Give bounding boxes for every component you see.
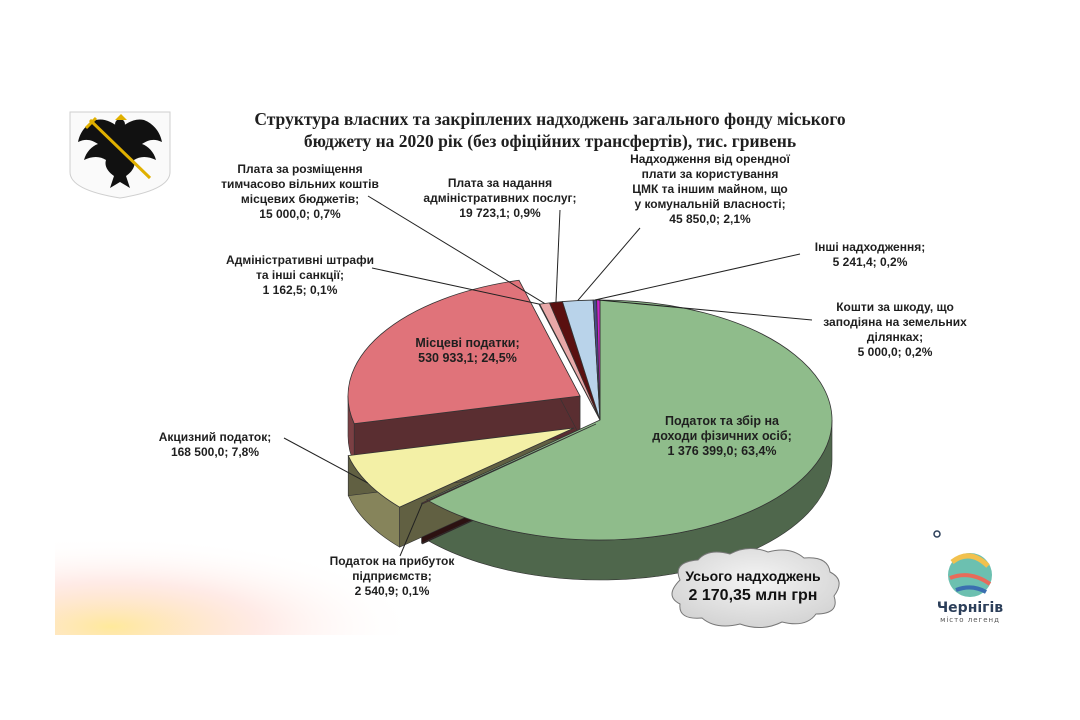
pie-slice-1 xyxy=(420,423,597,505)
slice-value: 19 723,1; 0,9% xyxy=(459,206,541,220)
slice-label-line: Податок та збір на xyxy=(665,414,779,428)
slice-value: 1 162,5; 0,1% xyxy=(262,283,338,297)
leader-line xyxy=(371,267,540,305)
city-logo-name: Чернігів xyxy=(936,600,1004,616)
slice-label-line: у комунальній власності; xyxy=(634,197,786,211)
slice-label-admin-services: Плата за надання адміністративних послуг… xyxy=(415,176,585,221)
slice-label-line: Інші надходження; xyxy=(814,240,926,254)
leader-line xyxy=(399,503,423,557)
leader-lines xyxy=(283,195,813,557)
slice-label-line: плати за користування xyxy=(641,167,779,181)
slice-label-line: ділянках; xyxy=(866,330,924,344)
slice-value: 2 540,9; 0,1% xyxy=(354,584,430,598)
coat-of-arms-icon xyxy=(69,111,171,199)
pie-slice-3 xyxy=(347,279,581,425)
slice-label-deposit-fee: Плата за розміщення тимчасово вільних ко… xyxy=(200,162,400,222)
total-label: Усього надходжень xyxy=(685,568,821,584)
slice-label-admin-fines: Адміністративні штрафи та інші санкції; … xyxy=(215,253,385,298)
slice-label-line: Кошти за шкоду, що xyxy=(836,300,954,314)
leader-line xyxy=(598,299,813,321)
slice-label-other: Інші надходження; 5 241,4; 0,2% xyxy=(800,240,940,270)
leader-line xyxy=(555,209,561,303)
slice-value: 168 500,0; 7,8% xyxy=(170,445,260,459)
leader-line xyxy=(283,437,369,484)
leader-line xyxy=(594,253,801,301)
city-logo-tagline: місто легенд xyxy=(940,616,1000,624)
total-callout: Усього надходжень 2 170,35 млн грн xyxy=(662,560,844,618)
slice-label-line: Плата за розміщення xyxy=(237,162,363,176)
slice-label-line: ЦМК та іншим майном, що xyxy=(632,182,788,196)
slice-label-land-damage: Кошти за шкоду, що заподіяна на земельни… xyxy=(805,300,985,360)
slice-label-excise: Акцизний податок; 168 500,0; 7,8% xyxy=(140,430,290,460)
leader-line xyxy=(367,195,545,304)
pie-slice-2 xyxy=(347,427,575,508)
slice-value: 5 241,4; 0,2% xyxy=(832,255,908,269)
slice-label-line: підприємств; xyxy=(352,569,432,583)
slice-label-line: місцевих бюджетів; xyxy=(240,192,360,206)
slice-label-profit-tax: Податок на прибуток підприємств; 2 540,9… xyxy=(300,554,484,599)
chart-title-line-1: Структура власних та закріплених надходж… xyxy=(254,109,846,129)
total-value: 2 170,35 млн грн xyxy=(688,587,818,604)
chernihiv-logo-icon xyxy=(933,530,992,597)
slice-label-line: Місцеві податки; xyxy=(415,336,520,350)
pie-slice-0 xyxy=(425,299,833,541)
slice-label-local-taxes: Місцеві податки; 530 933,1; 24,5% xyxy=(400,336,535,366)
leader-line xyxy=(577,227,641,301)
pie-chart xyxy=(347,279,833,581)
slice-value: 5 000,0; 0,2% xyxy=(857,345,933,359)
slice-label-line: Плата за надання xyxy=(447,176,553,190)
slice-label-line: Податок на прибуток xyxy=(329,554,455,568)
slice-label-line: Надходження від орендної xyxy=(630,152,790,166)
slice-label-pdfo: Податок та збір на доходи фізичних осіб;… xyxy=(632,414,812,459)
slice-label-line: заподіяна на земельних xyxy=(823,315,967,329)
chart-title-line-2: бюджету на 2020 рік (без офіційних транс… xyxy=(303,131,797,151)
slice-label-line: доходи фізичних осіб; xyxy=(652,429,792,443)
slice-label-line: тимчасово вільних коштів xyxy=(221,177,379,191)
slice-value: 45 850,0; 2,1% xyxy=(669,212,751,226)
chart-title: Структура власних та закріплених надходж… xyxy=(195,108,905,152)
slice-label-line: Адміністративні штрафи xyxy=(226,253,374,267)
slice-value: 530 933,1; 24,5% xyxy=(418,351,517,365)
slice-label-rent: Надходження від орендної плати за корист… xyxy=(610,152,810,227)
slice-value: 1 376 399,0; 63,4% xyxy=(667,444,777,458)
total-cloud-shape xyxy=(671,548,840,628)
slice-label-line: адміністративних послуг; xyxy=(423,191,577,205)
slice-label-line: та інші санкції; xyxy=(256,268,344,282)
slice-label-line: Акцизний податок; xyxy=(158,430,272,444)
slice-value: 15 000,0; 0,7% xyxy=(259,207,341,221)
